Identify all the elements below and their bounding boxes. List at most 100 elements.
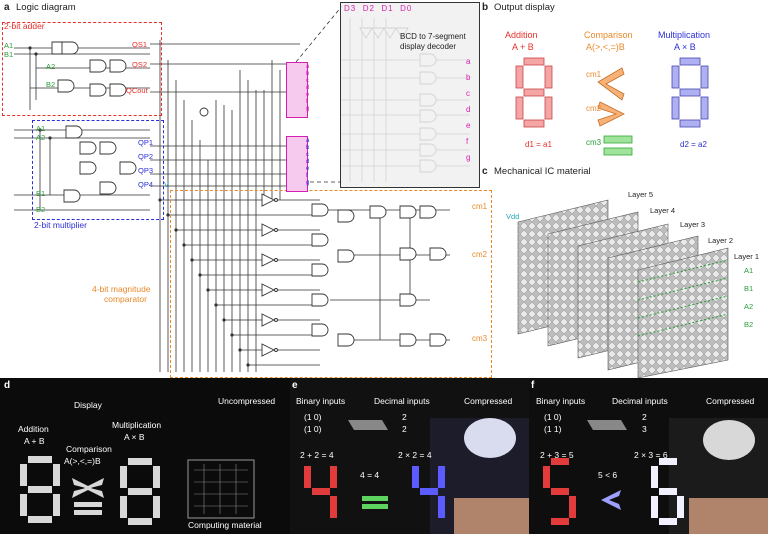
seg-out: f [466,137,469,146]
decoder-block-adder [286,62,308,118]
cm-output: cm2 [472,250,488,259]
ic-side-label: A2 [744,302,754,311]
e-binary-inputs: Binary inputs [296,396,346,406]
comparator-label-2: comparator [104,294,147,304]
decoder-input: D0 [400,4,413,13]
d-uncompressed: Uncompressed [218,396,276,406]
seg-out: g [306,180,310,186]
b-cm2: cm2 [586,104,602,113]
mult-input: B2 [36,205,46,214]
layer-label: Layer 3 [680,220,706,229]
cm-output: cm1 [472,202,488,211]
ic-side-label: B2 [744,320,754,329]
seg-out: g [466,153,471,162]
vdd-label: V [164,180,170,189]
comparator-box [170,190,492,378]
b-comparison-formula: A(>,<,=)B [586,42,625,52]
b-addition-title: Addition [505,30,538,40]
decoder-zoom-outputs: a b c d e f g [466,54,470,166]
adder-input: B1 [4,50,14,59]
mult-output: QP3 [138,166,154,175]
d-multiplication-formula: A × B [124,432,145,442]
seg-out: a [466,57,471,66]
f-bin-row: (1 1) [544,424,562,434]
e-sum-eq: 2 + 2 = 4 [300,450,334,460]
f-dec-row: 2 [642,412,647,422]
adder-label: 2-bit adder [4,21,45,31]
b-cm1: cm1 [586,70,602,79]
seg-out: e [306,92,310,98]
adder-input: A2 [46,62,56,71]
seg-out: a [306,64,310,70]
decoder-zoom [340,2,480,188]
d-comparison: Comparison [66,444,112,454]
panel-c-title: Mechanical IC material [494,166,591,177]
d-addition-formula: A + B [24,436,45,446]
ic-material-layers [517,199,729,378]
seg-out: f [306,99,308,105]
ic-vdd: Vdd [506,212,520,221]
layer-label: Layer 2 [708,236,734,245]
seg-out: b [466,73,471,82]
layer-label: Layer 5 [628,190,654,199]
d-addition: Addition [18,424,49,434]
decoder-block-mult-outputs: a b c d e f g [306,138,309,187]
e-dec-row: 2 [402,412,407,422]
panel-f-photo [529,378,768,534]
b-addition-eq: d1 = a1 [525,140,552,149]
f-binary-inputs: Binary inputs [536,396,586,406]
seg-out: b [306,145,310,151]
seg-out: d [306,159,310,165]
e-cmp-eq: 4 = 4 [360,470,380,480]
f-mul-eq: 2 × 3 = 6 [634,450,668,460]
f-compressed: Compressed [706,396,755,406]
e-bin-row: (1 0) [304,412,322,422]
b-comparison-title: Comparison [584,30,633,40]
b-cm3: cm3 [586,138,602,147]
panel-e-displays [304,418,529,534]
seg-out: a [306,138,310,144]
b-multiplication-title: Multiplication [658,30,711,40]
layer-label: Layer 4 [650,206,676,215]
panel-d-displays [20,456,255,525]
seg-out: c [306,78,309,84]
f-dec-row: 3 [642,424,647,434]
cm-output: cm3 [472,334,488,343]
mult-output: QP4 [138,180,154,189]
f-bin-row: (1 0) [544,412,562,422]
panel-a-title: Logic diagram [16,2,76,13]
e-compressed: Compressed [464,396,513,406]
decoder-block-multiplier [286,136,308,192]
e-bin-row: (1 0) [304,424,322,434]
adder-box [2,22,162,116]
decoder-label-2: display decoder [400,42,457,51]
mult-input: A2 [36,133,46,142]
panel-d-photo [0,378,290,534]
multiplier-label: 2-bit multiplier [34,220,87,230]
panel-f-letter: f [531,380,535,391]
f-decimal-inputs: Decimal inputs [612,396,668,406]
b-multiplication-eq: d2 = a2 [680,140,707,149]
decoder-input: D3 [344,4,357,13]
adder-input: B2 [46,80,56,89]
panel-e-letter: e [292,380,298,391]
ic-side-label: B1 [744,284,754,293]
mult-input: A1 [36,124,46,133]
d-computing-material: Computing material [188,520,262,530]
e-mul-eq: 2 × 2 = 4 [398,450,432,460]
adder-output: QS1 [132,40,148,49]
seven-segment-diagrams [515,57,709,156]
seg-out: d [466,105,471,114]
seg-out: e [466,121,471,130]
decoder-input: D1 [381,4,394,13]
d-multiplication: Multiplication [112,420,162,430]
decoder-label-1: BCD to 7-segment [400,32,466,41]
decoder-input: D2 [362,4,375,13]
adder-output: QCout [126,86,148,95]
panel-b-title: Output display [494,2,555,13]
layer-label: Layer 1 [734,252,760,261]
decoder-block-adder-outputs: a b c d e f g [306,64,309,113]
seg-out: d [306,85,310,91]
seg-out: c [466,89,470,98]
b-multiplication-formula: A × B [674,42,696,52]
